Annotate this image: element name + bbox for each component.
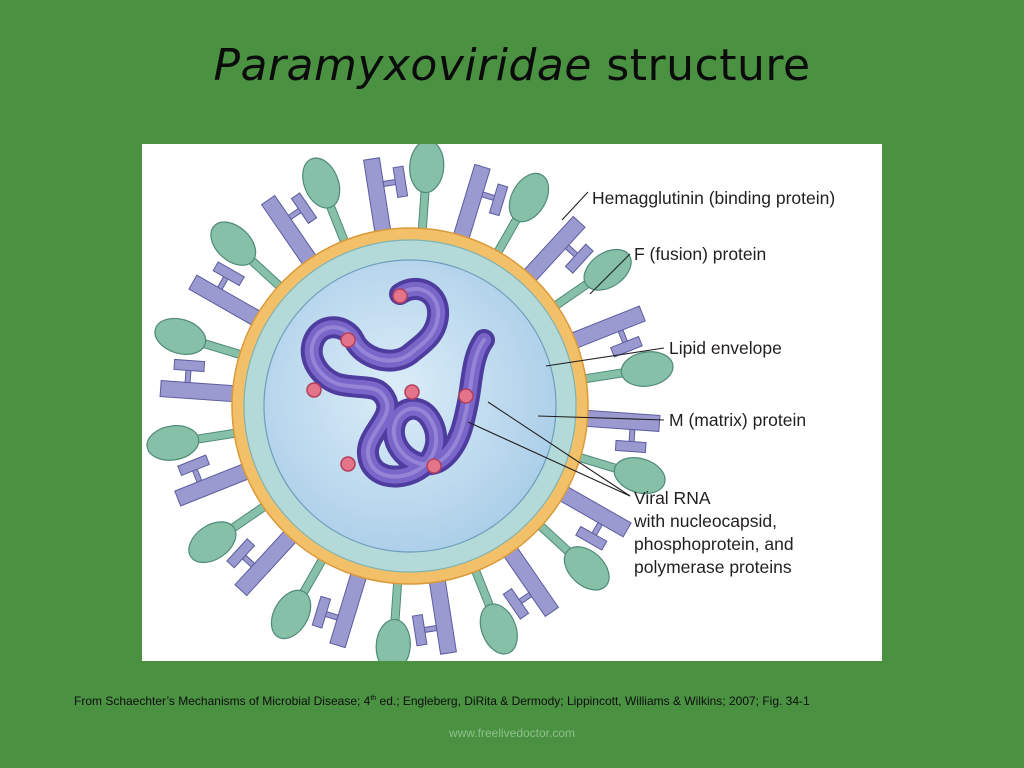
hemagglutinin-spike bbox=[270, 550, 330, 640]
leader-lines bbox=[467, 191, 665, 497]
f-protein-spike bbox=[450, 163, 509, 249]
surface-spikes bbox=[146, 144, 674, 661]
hemagglutinin-spike bbox=[146, 425, 244, 461]
hemagglutinin-spike bbox=[576, 351, 674, 387]
f-protein-spike bbox=[562, 305, 646, 358]
f-protein-spike bbox=[260, 192, 322, 273]
f-protein-spike bbox=[311, 563, 370, 649]
label-hemagglutinin: Hemagglutinin (binding protein) bbox=[592, 188, 836, 208]
f-protein-spike bbox=[363, 157, 409, 242]
viral-rna bbox=[300, 278, 495, 488]
virus-illustration bbox=[146, 144, 674, 661]
label-viral-rna-2: with nucleocapsid, bbox=[634, 511, 777, 531]
f-protein-spike bbox=[551, 481, 632, 551]
citation-suffix: ed.; Engleberg, DiRita & Dermody; Lippin… bbox=[376, 694, 810, 708]
hemagglutinin-spike bbox=[531, 517, 610, 591]
polymerase-dots bbox=[306, 288, 474, 474]
hemagglutinin-spike bbox=[409, 144, 445, 238]
citation-prefix: From Schaechter’s Mechanisms of Microbia… bbox=[74, 694, 371, 708]
hemagglutinin-spike bbox=[302, 157, 352, 251]
label-lipid-envelope: Lipid envelope bbox=[669, 338, 782, 358]
hemagglutinin-spike bbox=[547, 248, 632, 314]
watermark-url: www.freelivedoctor.com bbox=[448, 726, 576, 740]
figure-citation: From Schaechter’s Mechanisms of Microbia… bbox=[74, 694, 810, 708]
f-protein-spike bbox=[498, 539, 560, 620]
f-protein-spike bbox=[159, 358, 244, 403]
label-viral-rna-3: phosphoprotein, and bbox=[634, 534, 794, 554]
hemagglutinin-spike bbox=[468, 561, 518, 655]
citation-sup: th bbox=[370, 695, 377, 702]
f-protein-spike bbox=[517, 215, 594, 289]
hemagglutinin-spike bbox=[375, 574, 411, 661]
label-f-protein: F (fusion) protein bbox=[634, 244, 767, 264]
title-italic: Paramyxoviridae bbox=[213, 40, 592, 91]
title-rest: structure bbox=[591, 40, 811, 91]
hemagglutinin-spike bbox=[570, 450, 666, 495]
label-viral-rna-4: polymerase proteins bbox=[634, 557, 792, 577]
label-viral-rna-1: Viral RNA bbox=[634, 488, 711, 508]
hemagglutinin-spike bbox=[210, 221, 289, 295]
virus-diagram: Hemagglutinin (binding protein) F (fusio… bbox=[142, 144, 882, 661]
label-matrix-protein: M (matrix) protein bbox=[669, 410, 807, 430]
slide-title: Paramyxoviridae structure bbox=[0, 40, 1024, 91]
hemagglutinin-spike bbox=[490, 172, 550, 262]
